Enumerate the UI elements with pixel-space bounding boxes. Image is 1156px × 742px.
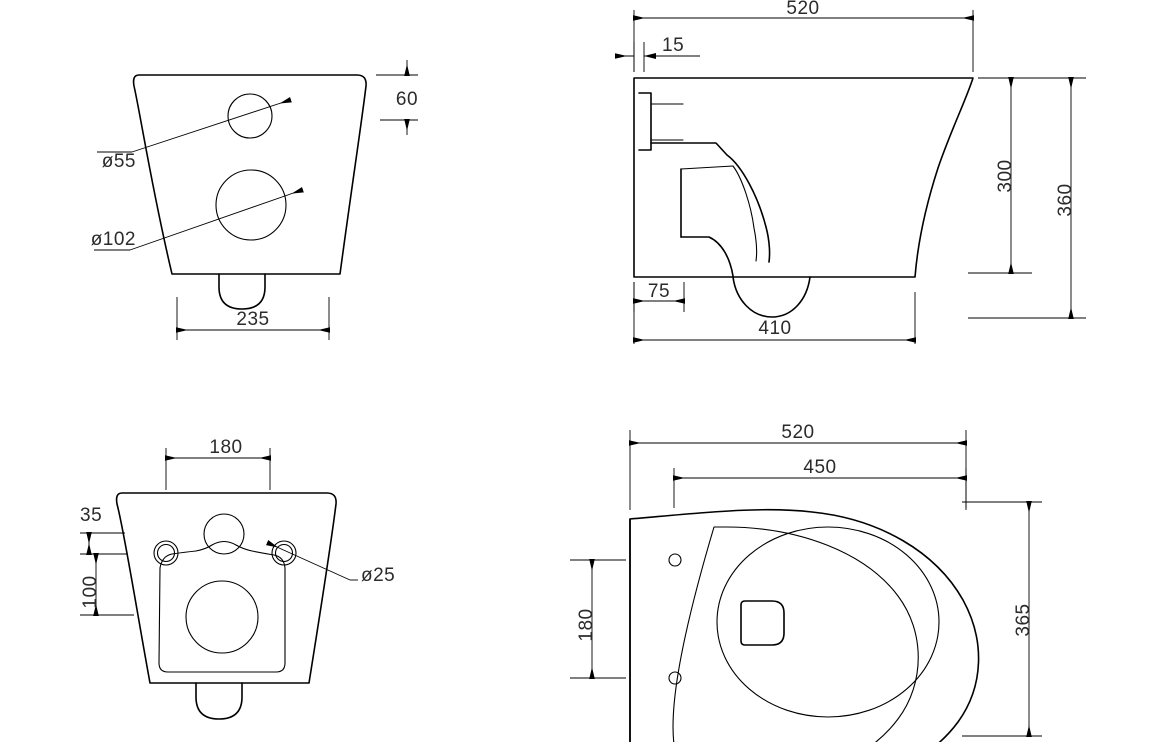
side-outlet-bowl [732,276,811,318]
rear-fixing-hole-left-inner [156,543,176,563]
rear-central-boss-circle [203,513,245,555]
side-dim-520-label: 520 [786,0,819,19]
front-hole-102-circle [215,169,287,241]
rear-fixing-hole-left-outer [153,540,179,566]
side-dim-300-label: 300 [995,159,1016,192]
front-dim-60-label: 60 [396,89,418,110]
side-dim-360-label: 360 [1055,183,1076,216]
plan-dim-450-label: 450 [803,457,836,478]
front-outlet-spigot [218,273,266,310]
front-body-outline [132,74,367,275]
side-wall-bracket [638,92,652,151]
rear-outlet-spigot [195,682,243,720]
view-rear-elevation: ø25 180 35 100 [80,437,395,720]
rear-seal-plate-outline [158,540,286,673]
side-trap-bottom-curve [680,236,734,277]
side-body-outline [633,77,974,278]
rear-outlet-circle [185,580,259,654]
plan-fixing-hole-bottom [668,671,682,685]
plan-dim-520-label: 520 [781,422,814,443]
rear-dim-35-label: 35 [80,505,102,526]
side-dim-15-label: 15 [662,35,684,56]
side-trap-outline [650,142,771,263]
plan-body-outline [629,508,980,742]
side-dim-15-arrow-right [644,53,656,59]
rear-dim-hole-25-label: ø25 [361,565,395,586]
view-front-elevation: ø55 ø102 60 235 [91,60,418,340]
plan-bowl-rim-ellipse [716,526,940,718]
plan-flush-outlet-rect [740,600,785,646]
front-dim-235-label: 235 [236,309,269,330]
front-dim-hole-55-label: ø55 [102,151,136,172]
side-dim-75-label: 75 [648,281,670,302]
front-hole-55-leader-line [131,97,292,153]
front-hole-55-circle [227,93,273,139]
plan-bowl-rim [672,526,919,742]
plan-fixing-hole-top [668,553,682,567]
plan-dim-180-label: 180 [576,608,597,641]
front-hole-102-leader-line [129,187,304,251]
rear-fixing-hole-leader-line [265,540,351,581]
view-side-elevation: 520 15 300 360 75 410 [615,0,1086,344]
rear-dim-100-label: 100 [80,575,101,608]
view-plan: 520 450 180 365 [570,422,1042,742]
plan-dim-365-label: 365 [1013,603,1034,636]
side-dim-410-label: 410 [758,318,791,339]
rear-dim-180-label: 180 [209,437,242,458]
rear-fixing-hole-right-outer [271,540,297,566]
side-trap-inner [680,165,758,262]
rear-fixing-hole-right-inner [274,543,294,563]
front-dim-hole-102-label: ø102 [91,229,136,250]
rear-body-outline [115,492,337,684]
